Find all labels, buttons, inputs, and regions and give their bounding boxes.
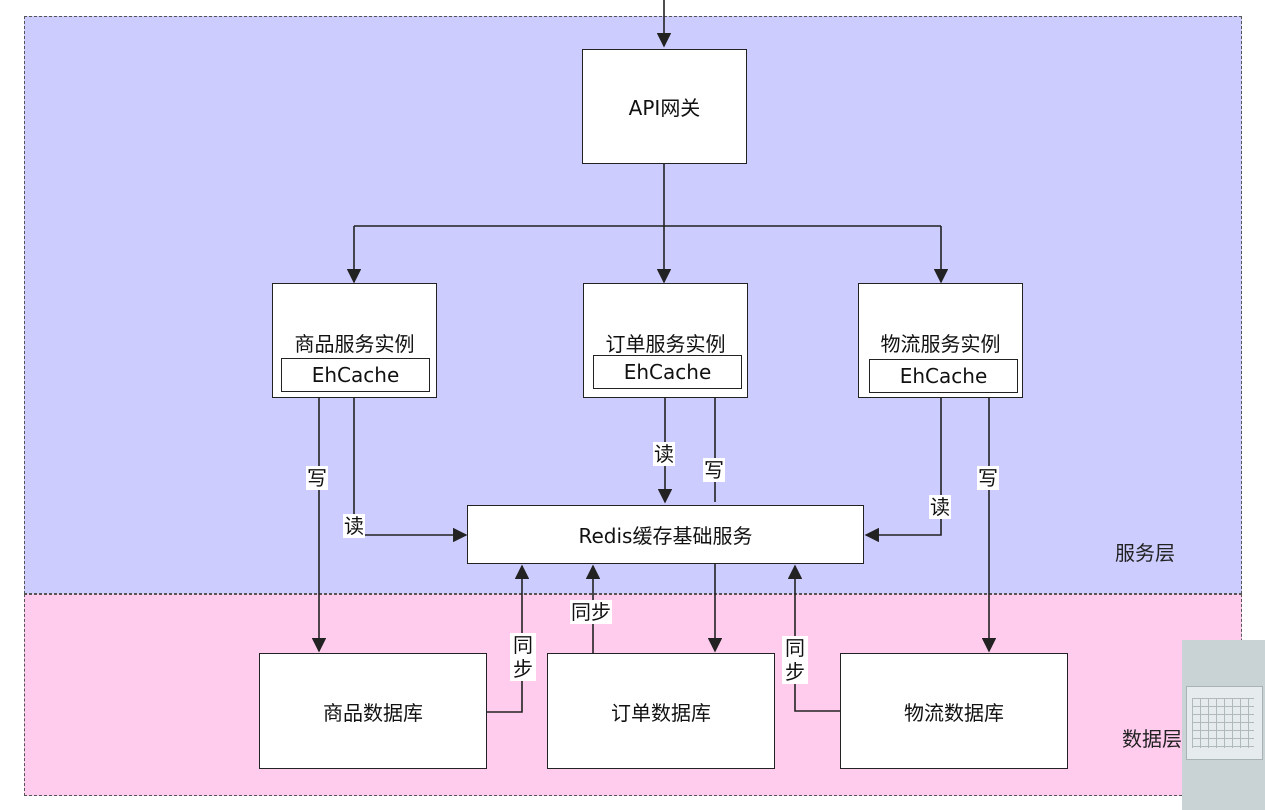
order-write-label: 写 [703, 458, 725, 482]
product-service-title: 商品服务实例 [294, 332, 415, 356]
edge-logistics-service-read-redis [864, 398, 942, 543]
edge-logistics-db-sync-redis [787, 564, 840, 712]
order-service-title: 订单服务实例 [605, 332, 726, 356]
logistics-read-label: 读 [929, 495, 951, 519]
product-db-node: 商品数据库 [259, 653, 487, 769]
edge-product-service-read-redis [353, 398, 468, 543]
logistics-service-node: 物流服务实例 EhCache [858, 283, 1023, 398]
api-gateway-node: API网关 [582, 49, 747, 164]
order-service-node: 订单服务实例 EhCache [583, 283, 748, 398]
order-read-label: 读 [653, 442, 675, 466]
logistics-service-title: 物流服务实例 [880, 332, 1001, 356]
product-sync-label: 同步 [510, 633, 536, 681]
redis-service-node: Redis缓存基础服务 [467, 505, 864, 564]
order-ehcache-box: EhCache [593, 355, 742, 389]
logistics-db-node: 物流数据库 [840, 653, 1068, 769]
product-service-node: 商品服务实例 EhCache [272, 283, 437, 398]
product-read-label: 读 [343, 514, 365, 538]
logistics-sync-label: 同步 [782, 636, 808, 684]
edge-product-db-sync-redis [487, 564, 530, 713]
data-layer-label: 数据层 [1122, 727, 1182, 751]
product-ehcache-box: EhCache [281, 358, 430, 392]
logistics-ehcache-box: EhCache [869, 359, 1018, 393]
service-layer-label: 服务层 [1115, 541, 1175, 565]
logistics-write-label: 写 [977, 466, 999, 490]
order-sync-label: 同步 [570, 600, 612, 624]
thumbnail-grid [1192, 698, 1254, 748]
video-thumbnail-overlay[interactable] [1182, 640, 1265, 810]
order-db-node: 订单数据库 [547, 653, 775, 769]
product-write-label: 写 [306, 466, 328, 490]
